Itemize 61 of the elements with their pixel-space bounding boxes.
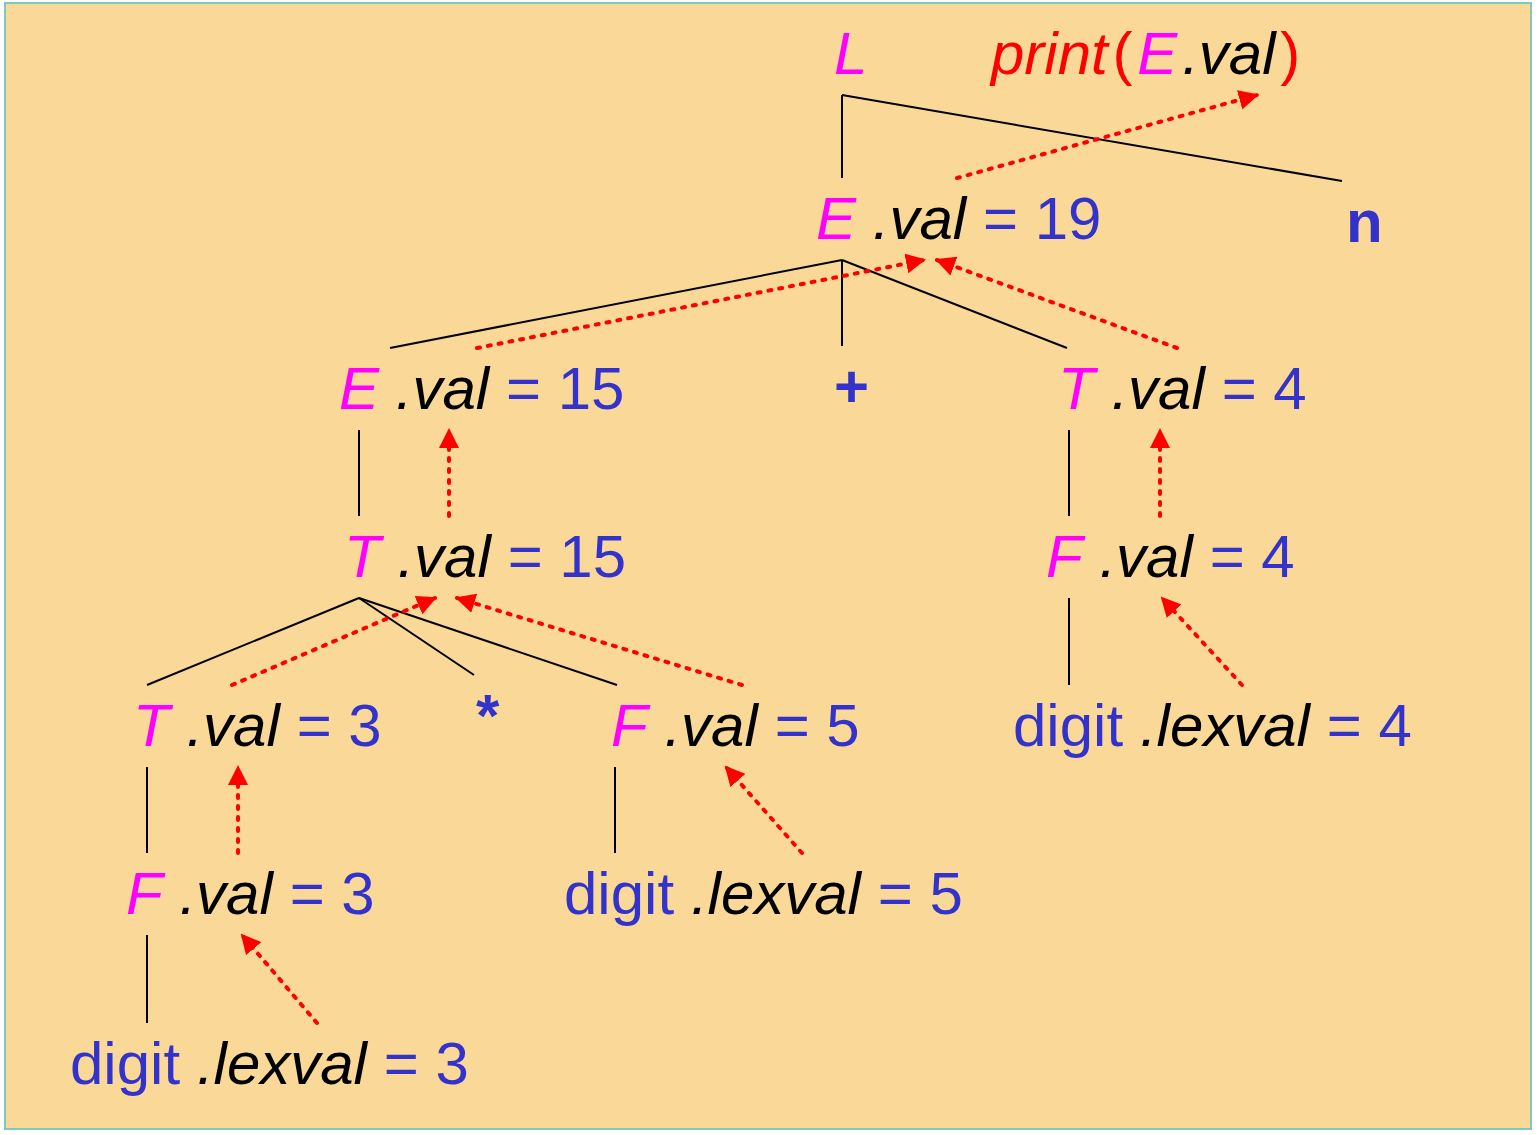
attribute-name: .val	[1182, 21, 1276, 87]
attribute-value: = 3	[296, 693, 382, 759]
attribute-value: = 19	[983, 186, 1102, 252]
tree-branch-line	[146, 766, 148, 854]
dependency-arrow	[455, 593, 744, 687]
attribute-value: digit	[70, 1031, 181, 1097]
symbol-name: L	[834, 21, 868, 87]
dependency-arrow	[228, 765, 248, 855]
attribute-name: .val	[872, 186, 967, 252]
parenthesis: )	[1280, 21, 1301, 87]
tree-branch-line	[841, 259, 843, 347]
tree-branch-line	[146, 934, 148, 1024]
dependency-arrow	[935, 256, 1179, 350]
dependency-arrow	[230, 595, 437, 687]
dependency-arrow	[1160, 596, 1244, 687]
tree-branch-line	[358, 597, 475, 676]
attribute-name: .val	[395, 356, 490, 422]
attribute-name: .val	[186, 693, 280, 759]
tree-branch-line	[146, 597, 360, 686]
attribute-name: .lexval	[690, 861, 861, 927]
attribute-name: .lexval	[196, 1031, 367, 1097]
parenthesis: (	[1112, 21, 1133, 87]
terminal-symbol: +	[834, 354, 870, 420]
symbol-name: E	[1137, 21, 1178, 87]
terminal-symbol: n	[1346, 189, 1383, 255]
dependency-arrow	[955, 90, 1259, 180]
tree-branch-line	[841, 94, 1343, 182]
attribute-value: digit	[564, 861, 675, 927]
attribute-value: = 4	[1326, 693, 1412, 759]
attribute-value: = 5	[774, 693, 860, 759]
tree-branch-line	[358, 429, 360, 517]
tree-branch-line	[358, 597, 618, 686]
dependency-arrow	[1150, 428, 1170, 518]
tree-branch-line	[841, 94, 843, 179]
attribute-name: .lexval	[1139, 693, 1310, 759]
attribute-name: .val	[179, 861, 273, 927]
attribute-value: = 15	[507, 524, 627, 590]
attribute-value: = 3	[289, 861, 375, 927]
attribute-name: .val	[1111, 356, 1205, 422]
dependency-arrow	[439, 428, 459, 518]
dependency-arrow	[240, 933, 319, 1025]
attribute-name: .val	[664, 693, 758, 759]
tree-branch-line	[1068, 429, 1070, 517]
attribute-value: = 5	[877, 861, 963, 927]
tree-branch-line	[1068, 597, 1070, 686]
action-name: print	[991, 21, 1108, 87]
tree-branch-line	[841, 259, 1068, 349]
attribute-value: = 15	[506, 356, 625, 422]
dependency-arrow	[724, 765, 804, 855]
terminal-symbol: *	[476, 683, 500, 749]
attribute-name: .val	[1099, 524, 1193, 590]
attribute-name: .val	[397, 524, 491, 590]
symbol-name: E	[816, 186, 857, 252]
tree-branch-line	[614, 766, 616, 854]
attribute-value: = 4	[1221, 356, 1307, 422]
attribute-value: = 4	[1209, 524, 1295, 590]
dependency-arrow	[475, 253, 926, 350]
tree-branch-line	[389, 259, 843, 349]
attribute-value: digit	[1013, 693, 1124, 759]
symbol-name: E	[339, 356, 380, 422]
attribute-value: = 3	[383, 1031, 469, 1097]
